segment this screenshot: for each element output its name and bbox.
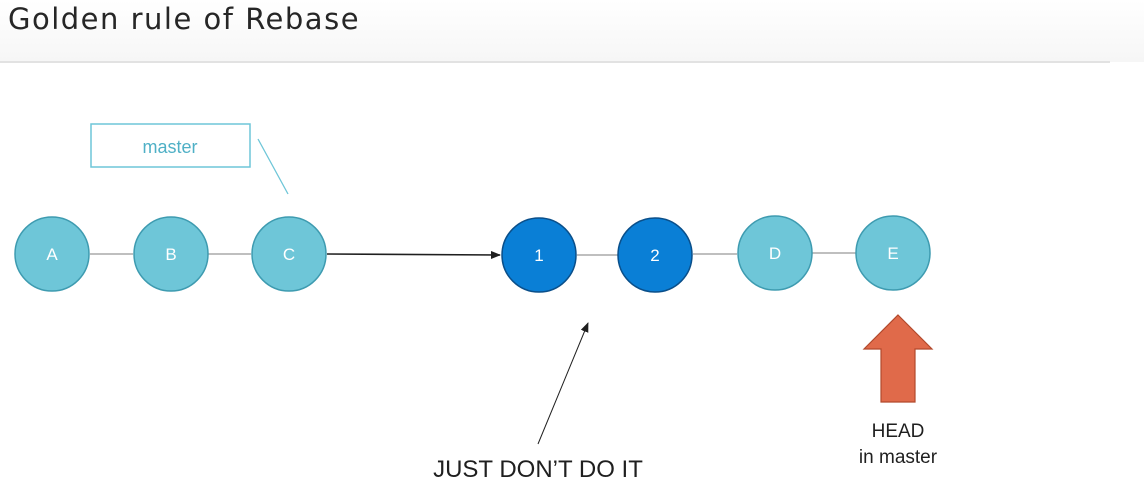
commit-circle <box>855 215 931 291</box>
master-label: master <box>142 137 197 157</box>
master-pointer-line <box>257 138 289 195</box>
head-arrow-icon <box>862 314 934 403</box>
commit-circle <box>737 215 813 291</box>
commit-label: 1 <box>534 246 543 265</box>
commit-node-b: B <box>133 216 209 292</box>
master-label-box <box>90 123 251 168</box>
commit-circle <box>617 217 693 293</box>
commit-label: D <box>769 244 781 263</box>
commit-node-1: 1 <box>501 217 577 293</box>
slide-title: Golden rule of Rebase <box>8 2 361 36</box>
commit-label: A <box>46 245 58 264</box>
commit-circle <box>501 217 577 293</box>
commit-node-e: E <box>855 215 931 291</box>
commit-node-2: 2 <box>617 217 693 293</box>
commit-circle <box>14 216 90 292</box>
commit-label: E <box>887 244 898 263</box>
commit-label: 2 <box>650 246 659 265</box>
head-label-line2: in master <box>859 447 938 468</box>
head-label-line1: HEAD <box>872 421 925 442</box>
commit-node-a: A <box>14 216 90 292</box>
commit-circle <box>133 216 209 292</box>
commit-label: C <box>283 245 295 264</box>
slide-header <box>0 0 1144 62</box>
commit-node-d: D <box>737 215 813 291</box>
callout-arrow <box>537 322 589 445</box>
header-divider <box>0 61 1110 63</box>
commit-node-c: C <box>251 216 327 292</box>
callout-text: JUST DON’T DO IT <box>433 456 643 483</box>
edge-c-1-arrow <box>326 250 501 259</box>
commit-circle <box>251 216 327 292</box>
commit-label: B <box>165 245 176 264</box>
